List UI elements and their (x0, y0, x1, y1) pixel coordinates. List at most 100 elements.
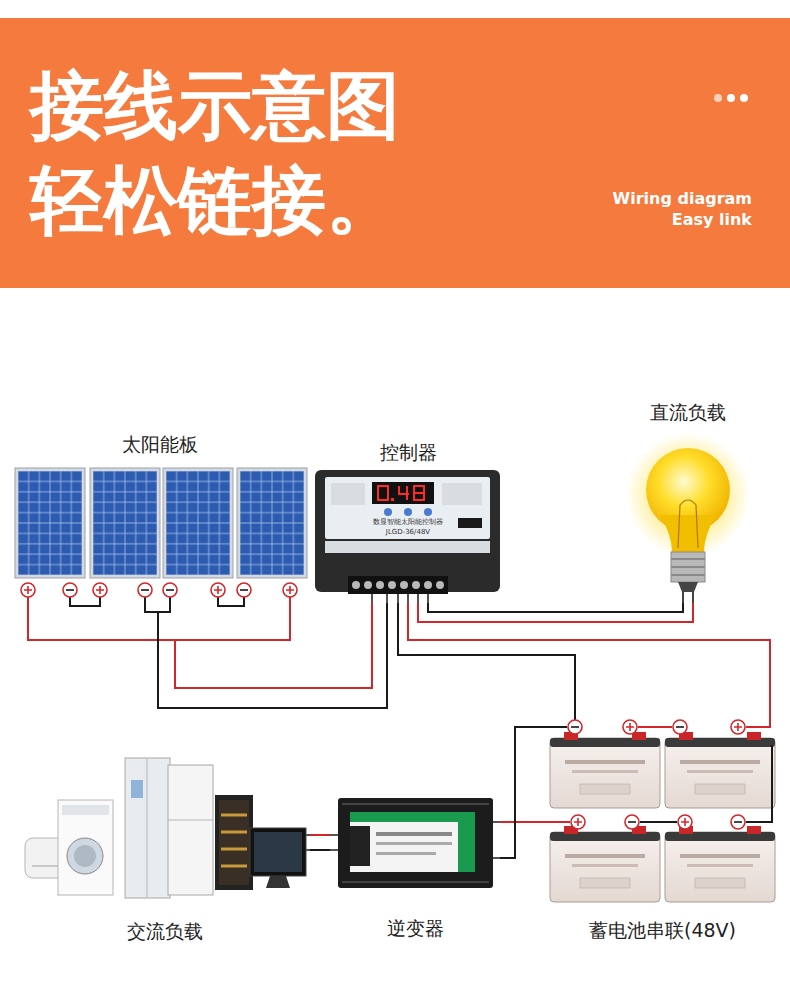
battery-polarity (568, 720, 745, 829)
controller-unit (372, 482, 434, 504)
ac-appliances (125, 758, 170, 898)
polarity-marks (63, 583, 77, 597)
component-label: 直流负载 (618, 400, 758, 425)
subtitle-text: Easy link (672, 210, 752, 229)
panel-wiring (218, 597, 244, 606)
polarity-marks (237, 583, 251, 597)
controller-unit (399, 486, 409, 500)
ac-appliances (306, 835, 310, 850)
model-number: JLGD-36/48V (330, 528, 486, 536)
wire (418, 603, 693, 622)
wire (398, 603, 575, 712)
ac-appliances (74, 845, 96, 867)
controller-unit (424, 581, 432, 589)
controller-unit (400, 581, 408, 589)
inverter-unit (376, 842, 452, 845)
battery-polarity (678, 815, 692, 829)
controller-unit (364, 581, 372, 589)
inverter-unit (330, 798, 500, 888)
component-label: 控制器 (310, 440, 506, 465)
component-box: 逆变器 (330, 790, 500, 947)
ac-appliances (168, 820, 213, 821)
component-label: 太阳能板 (10, 432, 310, 457)
controller-unit (378, 486, 388, 500)
light-bulb (626, 433, 750, 557)
controller-unit (325, 477, 490, 539)
battery-wiring (746, 712, 770, 727)
light-bulb (660, 515, 716, 552)
controller-unit (388, 581, 396, 589)
inverter-unit (350, 826, 370, 866)
controller-unit (372, 594, 428, 603)
wire (500, 821, 540, 823)
ac-appliances (58, 800, 113, 895)
controller-unit (412, 581, 420, 589)
controller-unit (331, 483, 365, 505)
controller-unit (352, 581, 360, 589)
ac-appliances (266, 876, 290, 888)
wire (175, 603, 372, 688)
component-box: 太阳能板 (10, 428, 310, 650)
controller-unit (352, 581, 444, 589)
header-band (727, 94, 735, 102)
battery-wiring (540, 712, 772, 822)
controller-unit (391, 498, 394, 501)
wire (428, 603, 683, 612)
battery-wiring (746, 745, 772, 822)
panel-wiring (70, 597, 100, 606)
battery-wiring (574, 712, 576, 720)
inverter-unit (342, 804, 489, 882)
wire (310, 849, 330, 851)
light-bulb (683, 592, 693, 603)
battery-polarity (625, 815, 639, 829)
component-box: 直流负载 (618, 396, 758, 603)
ac-appliances (147, 758, 148, 898)
controller-unit (376, 581, 384, 589)
header-band (740, 94, 748, 102)
battery-polarity (731, 720, 745, 734)
battery-wiring (540, 821, 570, 823)
wire (158, 603, 387, 708)
component-label: 蓄电池串联(48V) (540, 918, 785, 943)
inverter-unit (376, 832, 452, 836)
ac-appliances (25, 758, 310, 898)
ac-appliances (215, 795, 253, 890)
panel-wiring (174, 640, 176, 650)
controller-unit (424, 508, 432, 516)
controller-unit (315, 470, 500, 592)
header-band (0, 18, 790, 288)
light-bulb (671, 559, 705, 575)
inverter-unit (350, 812, 475, 822)
wire (408, 603, 770, 712)
inverter-unit (458, 812, 475, 872)
battery-polarity (673, 720, 687, 734)
ac-appliances (131, 780, 143, 798)
inverter-unit (376, 852, 436, 855)
battery-polarity (568, 720, 582, 734)
device-text: 数显智能太阳能控制器 (330, 518, 486, 526)
solar-panels (90, 468, 160, 578)
polarity-marks (93, 583, 107, 597)
panel-wiring (145, 597, 170, 612)
battery-polarity (571, 815, 585, 829)
polarity-marks (211, 583, 225, 597)
battery-polarity (731, 815, 745, 829)
light-bulb (678, 582, 698, 592)
light-bulb (671, 552, 705, 582)
wire (500, 727, 540, 858)
light-bulb (626, 433, 750, 603)
batteries (550, 732, 660, 808)
header-band (714, 94, 722, 102)
component-box: 控制器 (310, 436, 506, 603)
ac-appliances (219, 800, 249, 885)
header-band (0, 18, 790, 288)
component-label: 逆变器 (330, 916, 500, 941)
wire-pair (500, 727, 540, 858)
ac-appliances (62, 805, 109, 815)
polarity-marks (138, 583, 152, 597)
controller-unit (414, 486, 424, 500)
subtitle-text: Wiring diagram (613, 189, 752, 208)
